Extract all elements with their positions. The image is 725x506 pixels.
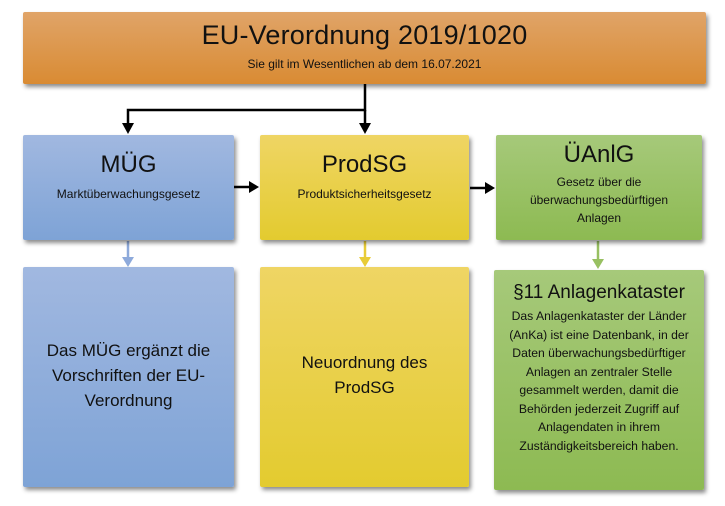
arrow-mug-to-prodsg [234, 181, 259, 193]
mug-subtitle: Marktüberwachungsgesetz [56, 187, 201, 201]
prodsg-box: ProdSG Produktsicherheitsgesetz [260, 135, 469, 240]
prodsg-detail-box: Neuordnung des ProdSG [260, 267, 469, 487]
prodsg-detail-text: Neuordnung des ProdSG [301, 353, 428, 397]
prodsg-title: ProdSG [321, 151, 408, 178]
mug-title: MÜG [100, 151, 157, 178]
anlagenkataster-box: §11 Anlagenkataster Das Anlagenkataster … [494, 270, 704, 490]
arrow-uanlg-down [592, 241, 604, 269]
uanlg-subtitle: Gesetz über die überwachungsbedürftigen … [529, 175, 669, 225]
mug-detail-text: Das MÜG ergänzt die Vorschriften der EU-… [46, 340, 211, 410]
uanlg-title: ÜAnlG [563, 141, 635, 168]
uanlg-box: ÜAnlG Gesetz über die überwachungsbedürf… [496, 135, 702, 240]
eu-regulation-title: EU-Verordnung 2019/1020 [201, 20, 528, 50]
arrow-top-to-mug [122, 84, 367, 134]
eu-regulation-subtitle: Sie gilt im Wesentlichen ab dem 16.07.20… [247, 57, 482, 71]
prodsg-subtitle: Produktsicherheitsgesetz [297, 187, 432, 201]
arrow-mug-down [122, 241, 134, 267]
mug-detail-box: Das MÜG ergänzt die Vorschriften der EU-… [23, 267, 234, 487]
arrow-prodsg-to-uanlg [470, 182, 495, 194]
arrow-top-to-prodsg [359, 110, 371, 134]
eu-regulation-box: EU-Verordnung 2019/1020 Sie gilt im Wese… [23, 12, 706, 84]
anlagenkataster-text: Das Anlagenkataster der Länder (AnKa) is… [509, 309, 689, 453]
arrow-prodsg-down [359, 241, 371, 267]
mug-box: MÜG Marktüberwachungsgesetz [23, 135, 234, 240]
anlagenkataster-title: §11 Anlagenkataster [513, 282, 685, 303]
